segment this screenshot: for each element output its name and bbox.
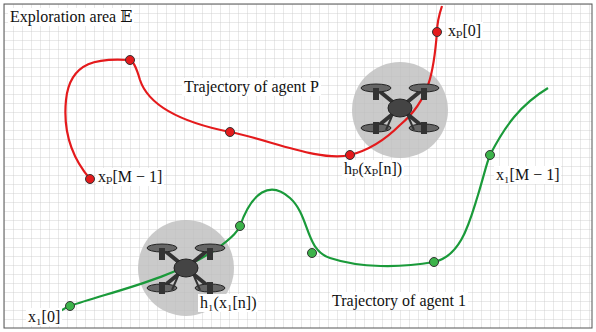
waypoint-label: xₚ[0]	[446, 22, 483, 40]
trajectory-p	[65, 6, 442, 179]
observation-label: hₚ(xₚ[n])	[342, 160, 404, 178]
trajectory-label: Trajectory of agent 1	[330, 292, 468, 310]
waypoint-label: x₁[0]	[26, 308, 62, 326]
waypoint-label: xₚ[M − 1]	[96, 168, 164, 186]
trajectory-1	[55, 88, 548, 316]
drone-1	[147, 244, 225, 294]
observation-label: h₁(x₁[n])	[198, 294, 258, 312]
waypoints-p	[86, 28, 442, 184]
waypoints-1	[66, 151, 495, 311]
drone-p	[361, 84, 439, 134]
trajectory-label: Trajectory of agent P	[182, 78, 321, 96]
area-title: Exploration area 𝔼	[8, 8, 134, 26]
waypoint-label: x₁[M − 1]	[494, 166, 561, 184]
